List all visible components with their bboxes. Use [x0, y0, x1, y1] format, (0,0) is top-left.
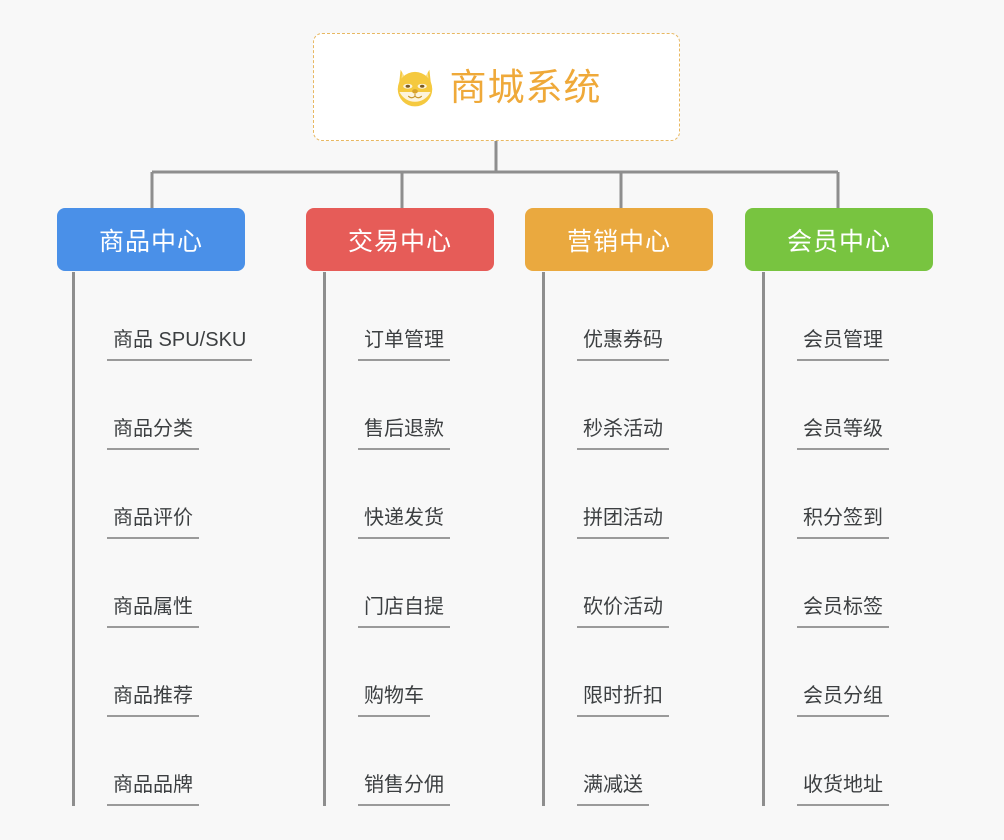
leaf-item[interactable]: 销售分佣: [323, 717, 450, 806]
root-node[interactable]: 商城系统: [313, 33, 680, 141]
category-box-2[interactable]: 营销中心: [525, 208, 713, 271]
leaf-item[interactable]: 快递发货: [323, 450, 450, 539]
leaf-item[interactable]: 限时折扣: [542, 628, 669, 717]
leaf-column-0: 商品 SPU/SKU 商品分类商品评价商品属性商品推荐商品品牌: [72, 272, 253, 806]
leaf-column-stem: [762, 272, 765, 806]
leaf-item[interactable]: 砍价活动: [542, 539, 669, 628]
leaf-item[interactable]: 购物车: [323, 628, 450, 717]
leaf-item-label: 商品 SPU/SKU: [107, 329, 253, 361]
leaf-item-label: 商品属性: [107, 596, 199, 628]
leaf-column-3: 会员管理会员等级积分签到会员标签会员分组收货地址: [762, 272, 889, 806]
category-label: 会员中心: [786, 227, 891, 256]
leaf-column-stem: [72, 272, 75, 806]
leaf-item[interactable]: 收货地址: [762, 717, 889, 806]
leaf-item-label: 订单管理: [358, 329, 450, 361]
leaf-item[interactable]: 售后退款: [323, 361, 450, 450]
leaf-item-label: 购物车: [358, 685, 430, 717]
leaf-item-label: 限时折扣: [577, 685, 669, 717]
leaf-item[interactable]: 会员等级: [762, 361, 889, 450]
leaf-item[interactable]: 门店自提: [323, 539, 450, 628]
category-box-1[interactable]: 交易中心: [306, 208, 494, 271]
category-label: 商品中心: [98, 227, 203, 256]
leaf-item-label: 拼团活动: [577, 507, 669, 539]
leaf-item[interactable]: 商品品牌: [72, 717, 252, 806]
leaf-item-label: 砍价活动: [577, 596, 669, 628]
leaf-item-label: 商品品牌: [107, 774, 199, 806]
category-box-0[interactable]: 商品中心: [57, 208, 245, 271]
leaf-column-stem: [542, 272, 545, 806]
leaf-column-1: 订单管理售后退款快递发货门店自提购物车销售分佣: [323, 272, 450, 806]
leaf-item-label: 快递发货: [358, 507, 450, 539]
category-box-3[interactable]: 会员中心: [745, 208, 933, 271]
leaf-item-label: 会员标签: [797, 596, 889, 628]
leaf-item-label: 会员分组: [797, 685, 889, 717]
leaf-item[interactable]: 会员管理: [762, 272, 889, 361]
leaf-item[interactable]: 积分签到: [762, 450, 889, 539]
leaf-item[interactable]: 拼团活动: [542, 450, 669, 539]
leaf-item-label: 商品推荐: [107, 685, 199, 717]
leaf-item-label: 收货地址: [797, 774, 889, 806]
leaf-column-2: 优惠券码秒杀活动拼团活动砍价活动限时折扣满减送: [542, 272, 669, 806]
leaf-item[interactable]: 优惠券码: [542, 272, 669, 361]
leaf-item[interactable]: 会员分组: [762, 628, 889, 717]
leaf-item[interactable]: 订单管理: [323, 272, 450, 361]
leaf-item[interactable]: 商品分类: [72, 361, 252, 450]
leaf-item-label: 销售分佣: [358, 774, 450, 806]
leaf-item[interactable]: 商品评价: [72, 450, 252, 539]
leaf-item-label: 商品评价: [107, 507, 199, 539]
leaf-item-label: 商品分类: [107, 418, 199, 450]
leaf-item-label: 会员等级: [797, 418, 889, 450]
leaf-item-label: 售后退款: [358, 418, 450, 450]
leaf-item[interactable]: 秒杀活动: [542, 361, 669, 450]
leaf-item-label: 优惠券码: [577, 329, 669, 361]
category-label: 交易中心: [347, 227, 452, 256]
leaf-item-label: 秒杀活动: [577, 418, 669, 450]
root-label: 商城系统: [449, 66, 602, 108]
leaf-item[interactable]: 商品 SPU/SKU: [72, 272, 253, 361]
shiba-dog-icon: [397, 69, 432, 108]
leaf-item-label: 满减送: [577, 774, 649, 806]
category-label: 营销中心: [566, 227, 671, 256]
leaf-column-stem: [323, 272, 326, 806]
leaf-item[interactable]: 会员标签: [762, 539, 889, 628]
leaf-item[interactable]: 满减送: [542, 717, 669, 806]
leaf-item-label: 会员管理: [797, 329, 889, 361]
leaf-item-label: 门店自提: [358, 596, 450, 628]
leaf-item[interactable]: 商品推荐: [72, 628, 252, 717]
leaf-item[interactable]: 商品属性: [72, 539, 252, 628]
leaf-item-label: 积分签到: [797, 507, 889, 539]
